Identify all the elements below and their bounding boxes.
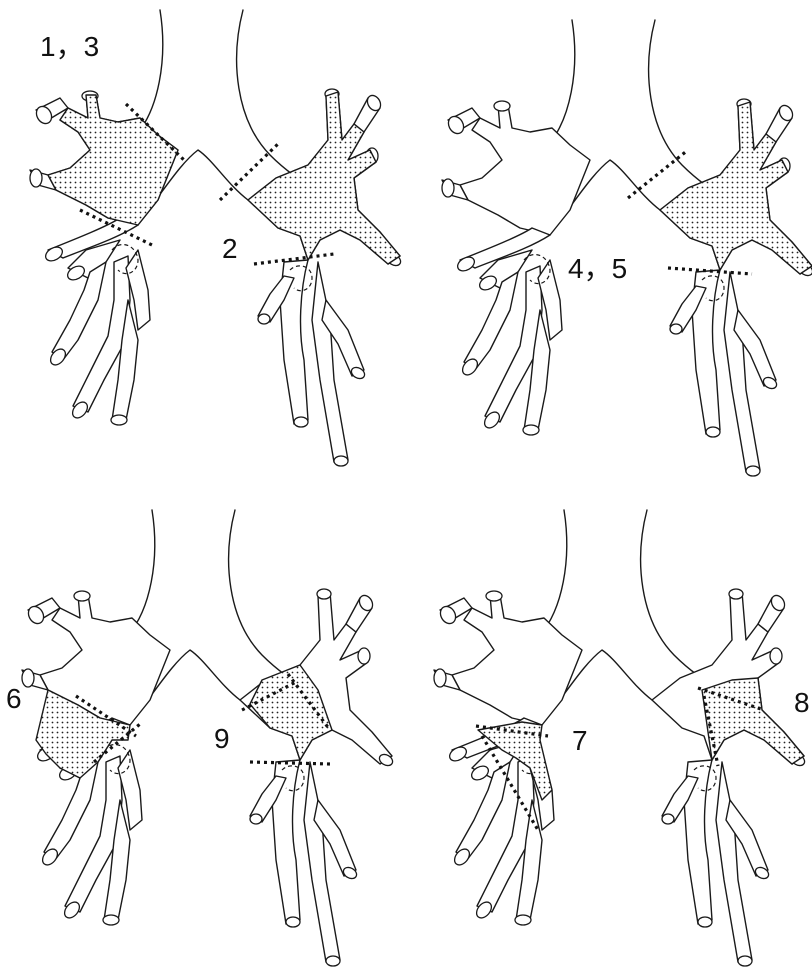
- label-2: 2: [222, 233, 238, 264]
- label-8: 8: [794, 687, 810, 718]
- panel-bottom-right: 7 8: [434, 510, 810, 966]
- label-7: 7: [572, 725, 588, 756]
- panel-bottom-left: 6 9: [6, 510, 395, 966]
- shaded-region-8: [702, 678, 804, 764]
- shaded-region-1-3: [48, 95, 178, 225]
- panel-top-right: 4，5: [442, 20, 812, 476]
- panel-top-left: 1，3 2: [30, 10, 403, 466]
- label-6: 6: [6, 683, 22, 714]
- shaded-region-2: [248, 92, 400, 264]
- shaded-region-4-5: [660, 102, 812, 274]
- resection-line: [628, 150, 688, 198]
- label-9: 9: [214, 723, 230, 754]
- label-4-5: 4，5: [568, 253, 627, 284]
- label-1-3: 1，3: [40, 31, 99, 62]
